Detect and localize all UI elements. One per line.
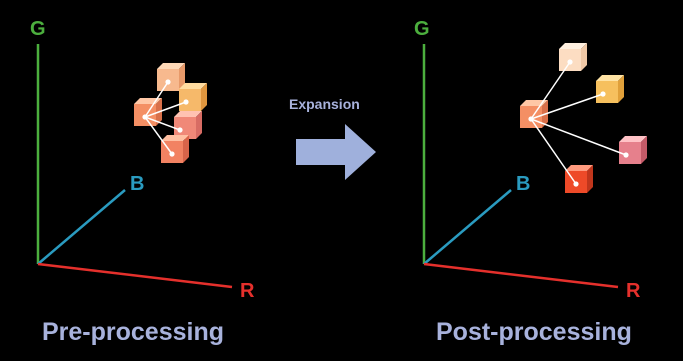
right-cube-top [559, 43, 587, 71]
left-nodes [142, 79, 189, 157]
right-axis-g-label: G [414, 18, 430, 40]
left-panel: G B R [30, 18, 255, 346]
right-connectors [530, 61, 627, 185]
right-caption: Post-processing [436, 318, 632, 346]
left-caption: Pre-processing [42, 318, 224, 346]
right-axis-b-label: B [516, 173, 530, 195]
left-axis-g-label: G [30, 18, 46, 40]
left-axis-b-label: B [130, 173, 144, 195]
right-cube-pink [619, 136, 647, 164]
left-cube-top [157, 63, 185, 91]
right-panel: G B R [414, 18, 647, 346]
left-cube-bottom [161, 135, 189, 163]
right-cube-red [565, 165, 593, 193]
left-cube-right-upper [179, 83, 207, 111]
expansion-arrow: Expansion [289, 96, 376, 180]
expansion-label: Expansion [289, 96, 360, 112]
right-nodes [528, 59, 629, 187]
left-cube-cluster [134, 63, 207, 163]
right-cube-yellow [596, 75, 624, 103]
arrow-shape [296, 124, 376, 180]
right-axis-r [423, 262, 619, 289]
right-axes: G B R [414, 18, 641, 302]
left-axes: G B R [30, 18, 255, 302]
left-axis-r [37, 262, 233, 289]
left-connectors [144, 81, 187, 155]
right-cube-cluster [520, 43, 647, 193]
right-axis-b [423, 189, 512, 265]
left-axis-b [37, 189, 126, 265]
left-cube-right-mid [174, 111, 202, 139]
right-axis-r-label: R [626, 280, 641, 302]
left-axis-r-label: R [240, 280, 255, 302]
